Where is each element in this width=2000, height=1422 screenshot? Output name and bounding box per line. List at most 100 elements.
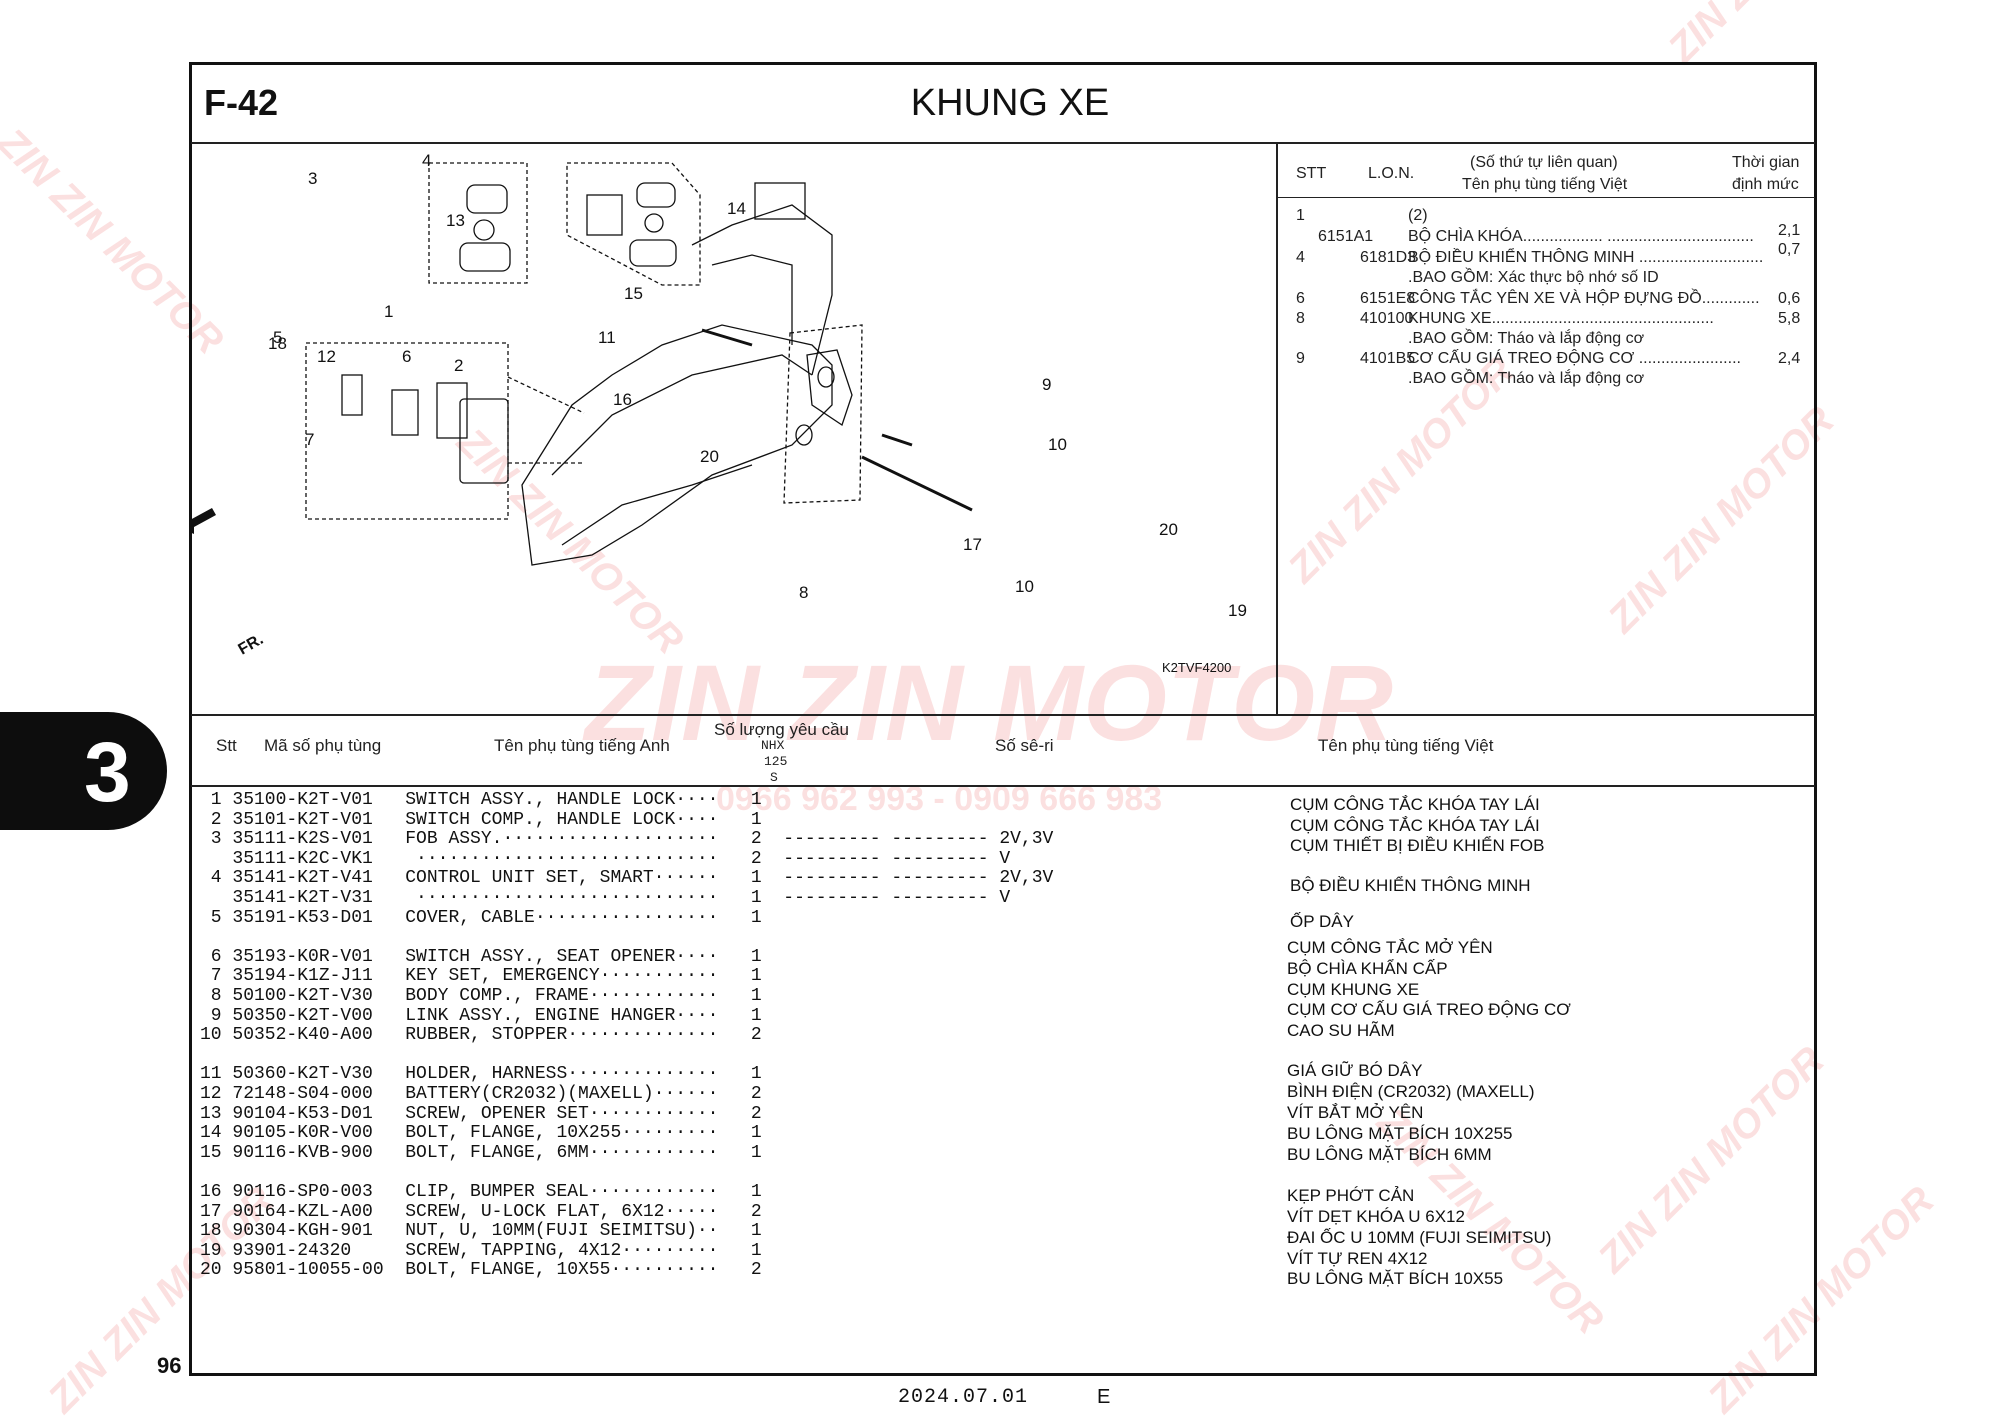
svg-text:3: 3 [308,169,317,188]
diagram-divider [191,714,1815,716]
svg-text:7: 7 [305,430,314,449]
col-header-qty-model: NHX [761,738,785,753]
col-header-qty: Số lượng yêu cầu [714,720,849,739]
fob-shell-top-2 [636,182,676,208]
handle-lock-group-box [305,342,509,520]
vn-name: VÍT TỰ REN 4X12 [1287,1249,1428,1268]
ref-lon: 410100 [1360,310,1414,327]
ref-stt: 1 [1296,207,1305,224]
svg-text:18: 18 [268,334,287,353]
exploded-diagram: 3 13 4 14 15 11 1 18 5 12 6 2 7 16 8 9 2… [192,151,1247,675]
ref-lon: 6151A1 [1318,228,1374,245]
rubber-stopper [795,424,813,446]
ref-header-desc-1: (Số thứ tự liên quan) [1470,154,1618,171]
vn-name: BỘ CHÌA KHẨN CẤP [1287,959,1448,978]
ref-desc: KHUNG XE................................… [1408,310,1714,327]
table-row: 15 90116-KVB-900 BOLT, FLANGE, 6MM······… [200,1142,762,1163]
vn-name: VÍT DẸT KHÓA U 6X12 [1287,1207,1465,1226]
table-row: 19 93901-24320 SCREW, TAPPING, 4X12·····… [200,1240,762,1261]
diagram-code: K2TVF4200 [1162,660,1231,675]
ref-panel-divider [1276,143,1278,714]
fob-shell-bottom [459,242,511,272]
ref-time: 5,8 [1778,310,1801,327]
ref-time: 2,1 [1778,222,1801,239]
svg-text:16: 16 [613,390,632,409]
svg-text:19: 19 [1228,601,1247,620]
vn-name: CỤM CÔNG TẮC KHÓA TAY LÁI [1290,795,1540,814]
vn-name: CỤM THIẾT BỊ ĐIỀU KHIỂN FOB [1290,836,1545,855]
vn-name: BÌNH ĐIỆN (CR2032) (MAXELL) [1287,1082,1535,1101]
fob-shell-bottom-2 [629,239,677,267]
ref-desc: .BAO GỒM: Tháo và lắp động cơ [1408,370,1645,387]
footer-edition: E [1097,1386,1111,1408]
svg-text:1: 1 [384,302,393,321]
fob-battery [473,219,495,241]
table-row: 7 35194-K1Z-J11 KEY SET, EMERGENCY······… [200,966,762,987]
vn-name: CỤM CÔNG TẮC KHÓA TAY LÁI [1290,816,1540,835]
page-id: F-42 [204,82,279,123]
table-row: 35111-K2C-VK1 ··························… [200,848,1011,869]
rear-bracket [754,182,806,220]
ref-header-desc-2: Tên phụ tùng tiếng Việt [1462,176,1628,193]
page-frame [189,62,1817,1376]
table-row: 4 35141-K2T-V41 CONTROL UNIT SET, SMART·… [200,868,1054,889]
table-row: 1 35100-K2T-V01 SWITCH ASSY., HANDLE LOC… [200,790,762,810]
ref-stt: 9 [1296,350,1305,367]
header-divider [191,142,1815,144]
front-arrow-icon [192,508,216,534]
frame-body [521,324,833,566]
ref-stt: 6 [1296,290,1305,307]
seat-opener-switch [436,382,468,439]
fob-group-box [428,162,528,284]
col-header-name-vn: Tên phụ tùng tiếng Việt [1318,736,1494,755]
fob-shell-top [466,184,508,214]
rubber-stopper [817,366,835,388]
table-row: 6 35193-K0R-V01 SWITCH ASSY., SEAT OPENE… [200,946,762,967]
vn-name: BU LÔNG MẶT BÍCH 10X255 [1287,1124,1513,1143]
ref-desc: CÔNG TẮC YÊN XE VÀ HỘP ĐỰNG ĐỒ..........… [1408,290,1760,307]
svg-text:12: 12 [317,347,336,366]
svg-text:9: 9 [1042,375,1051,394]
ref-header-time-2: định mức [1732,176,1799,193]
table-row: 18 90304-KGH-901 NUT, U, 10MM(FUJI SEIMI… [200,1221,762,1242]
svg-text:14: 14 [727,199,746,218]
vn-name: VÍT BẮT MỞ YÊN [1287,1103,1424,1122]
handle-lock-switch [459,398,509,484]
vn-name: ĐAI ỐC U 10MM (FUJI SEIMITSU) [1287,1228,1552,1247]
ref-header-stt: STT [1296,165,1327,182]
engine-hanger-link [806,349,853,427]
ref-desc: BỘ ĐIỀU KHIỂN THÔNG MINH ...............… [1408,249,1764,266]
svg-text:10: 10 [1015,577,1034,596]
svg-text:17: 17 [963,535,982,554]
cable-cover [341,374,363,416]
table-row: 9 50350-K2T-V00 LINK ASSY., ENGINE HANGE… [200,1005,762,1026]
vn-name: CỤM CƠ CẤU GIÁ TREO ĐỘNG CƠ [1287,1000,1571,1019]
ref-stt: 4 [1296,249,1305,266]
svg-text:13: 13 [446,211,465,230]
control-unit-body [586,194,623,236]
vn-name: CỤM KHUNG XE [1287,980,1420,999]
vn-name: BU LÔNG MẶT BÍCH 10X55 [1287,1269,1504,1288]
vn-name: GIÁ GIỮ BÓ DÂY [1287,1061,1423,1080]
vn-name: BỘ ĐIỀU KHIỂN THÔNG MINH [1290,876,1531,895]
ref-desc: .BAO GỒM: Tháo và lắp động cơ [1408,330,1645,347]
svg-text:20: 20 [1159,520,1178,539]
svg-text:20: 20 [700,447,719,466]
svg-text:10: 10 [1048,435,1067,454]
bolt-20 [701,328,753,347]
col-header-name-en: Tên phụ tùng tiếng Anh [494,736,670,755]
control-unit-group-box [566,162,701,286]
table-row: 3 35111-K2S-V01 FOB ASSY.···············… [200,829,1054,850]
table-row: 16 90116-SP0-003 CLIP, BUMPER SEAL······… [200,1182,762,1202]
fob-battery-2 [644,213,664,233]
opener-switch [391,389,419,436]
col-header-serial: Số sê-ri [995,736,1054,755]
table-header-divider [191,785,1815,787]
ref-time: 0,7 [1778,241,1801,258]
table-row: 12 72148-S04-000 BATTERY(CR2032)(MAXELL)… [200,1084,762,1104]
table-row: 13 90104-K53-D01 SCREW, OPENER SET······… [200,1103,762,1124]
ref-stt: 8 [1296,310,1305,327]
page-number: 96 [157,1353,182,1378]
table-row: 5 35191-K53-D01 COVER, CABLE············… [200,907,762,928]
table-row: 20 95801-10055-00 BOLT, FLANGE, 10X55···… [200,1260,762,1281]
